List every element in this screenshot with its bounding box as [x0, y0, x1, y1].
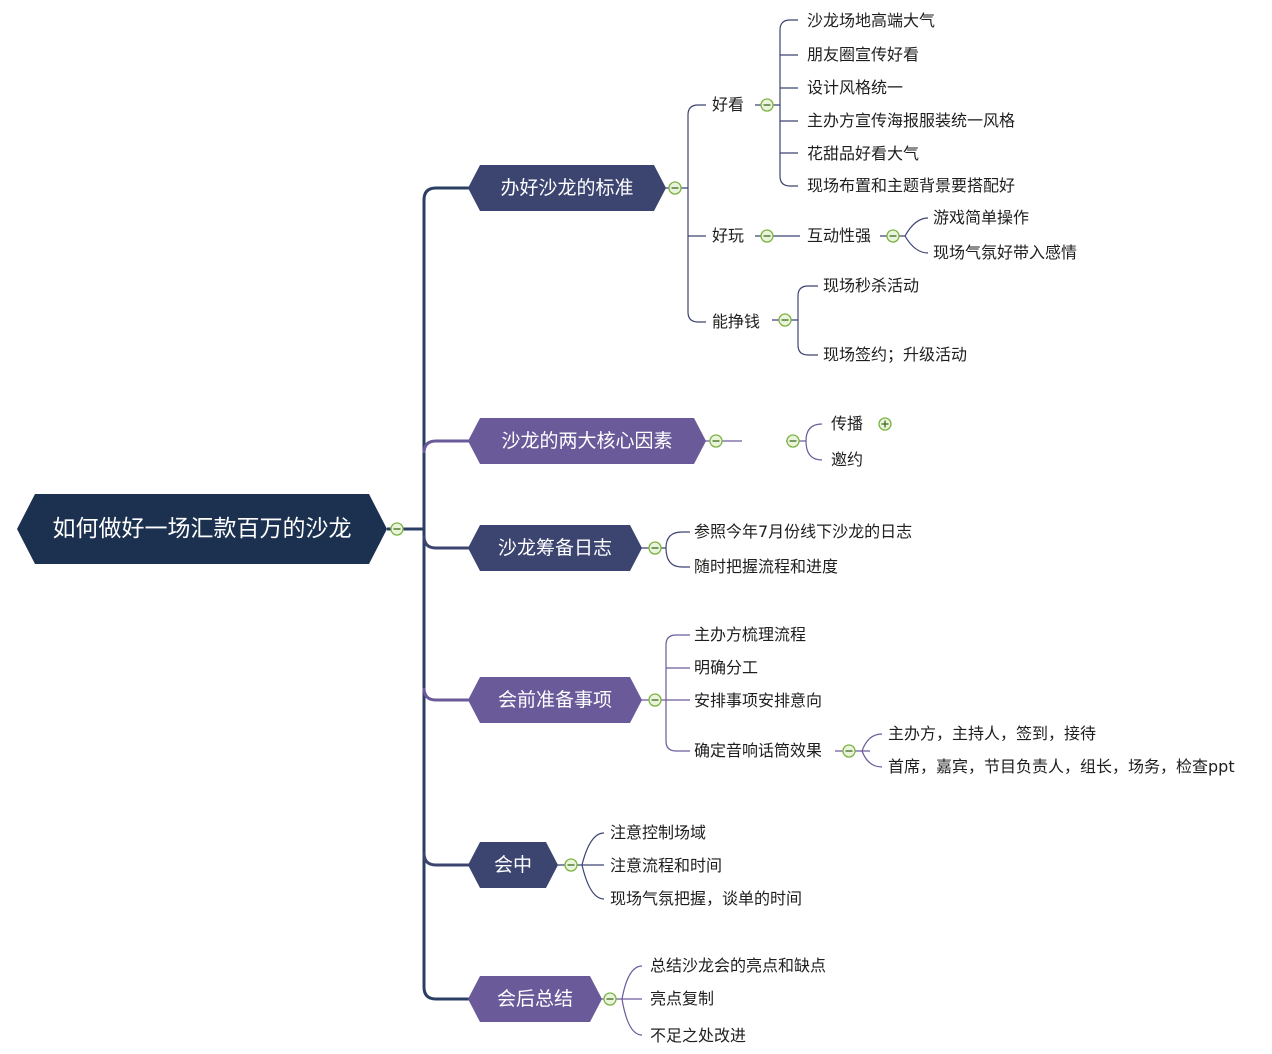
- topic-label[interactable]: 沙龙场地高端大气: [807, 11, 936, 30]
- branch-node-during-meeting[interactable]: 会中: [468, 842, 558, 888]
- root-node[interactable]: 如何做好一场汇款百万的沙龙: [17, 494, 387, 564]
- topic-label[interactable]: 花甜品好看大气: [807, 144, 920, 163]
- topic-label[interactable]: 注意流程和时间: [610, 856, 723, 875]
- topic-label[interactable]: 好看: [712, 95, 745, 114]
- collapse-icon[interactable]: [648, 541, 662, 555]
- topic-label[interactable]: 确定音响话筒效果: [694, 741, 823, 760]
- topic-label[interactable]: 随时把握流程和进度: [694, 557, 839, 576]
- branch-node-pre-meeting[interactable]: 会前准备事项: [468, 677, 642, 723]
- topic-label[interactable]: 明确分工: [694, 658, 759, 677]
- topic-label[interactable]: 注意控制场域: [610, 823, 707, 842]
- topic-label[interactable]: 主办方宣传海报服装统一风格: [807, 111, 1016, 130]
- topic-label[interactable]: 不足之处改进: [650, 1026, 747, 1045]
- branch-node-core-factors[interactable]: 沙龙的两大核心因素: [468, 418, 706, 464]
- topic-label[interactable]: 朋友圈宣传好看: [807, 45, 920, 64]
- topic-label[interactable]: 主办方，主持人，签到，接待: [888, 724, 1097, 743]
- collapse-icon[interactable]: [778, 313, 792, 327]
- collapse-icon[interactable]: [668, 181, 682, 195]
- collapse-icon[interactable]: [709, 434, 723, 448]
- topic-label[interactable]: 首席，嘉宾，节目负责人，组长，场务，检查ppt: [888, 757, 1235, 776]
- topic-label[interactable]: 总结沙龙会的亮点和缺点: [650, 956, 827, 975]
- topic-label[interactable]: 现场签约；升级活动: [823, 345, 968, 364]
- topic-label[interactable]: 亮点复制: [650, 989, 715, 1008]
- topic-label[interactable]: 现场秒杀活动: [823, 276, 920, 295]
- topic-label[interactable]: 参照今年7月份线下沙龙的日志: [694, 522, 913, 541]
- collapse-icon[interactable]: [564, 858, 578, 872]
- expand-icon[interactable]: [878, 417, 892, 431]
- topic-label[interactable]: 主办方梳理流程: [694, 625, 807, 644]
- topic-label[interactable]: 设计风格统一: [807, 78, 904, 97]
- topic-label[interactable]: 安排事项安排意向: [694, 691, 823, 710]
- branch-node-standards[interactable]: 办好沙龙的标准: [468, 165, 666, 211]
- collapse-icon[interactable]: [390, 522, 404, 536]
- topic-label[interactable]: 传播: [831, 414, 864, 433]
- topic-label[interactable]: 能挣钱: [712, 312, 761, 331]
- collapse-icon[interactable]: [760, 98, 774, 112]
- collapse-icon[interactable]: [786, 434, 800, 448]
- topic-label[interactable]: 现场气氛好带入感情: [933, 243, 1078, 262]
- collapse-icon[interactable]: [648, 693, 662, 707]
- topic-label[interactable]: 游戏简单操作: [933, 208, 1030, 227]
- topic-label[interactable]: 现场布置和主题背景要搭配好: [807, 176, 1016, 195]
- branch-node-prep-log[interactable]: 沙龙筹备日志: [468, 525, 642, 571]
- collapse-icon[interactable]: [603, 992, 617, 1006]
- collapse-icon[interactable]: [760, 229, 774, 243]
- topic-label[interactable]: 好玩: [712, 226, 745, 245]
- topic-label[interactable]: 互动性强: [807, 226, 872, 245]
- topic-label[interactable]: 邀约: [831, 450, 864, 469]
- branch-node-post-summary[interactable]: 会后总结: [468, 976, 602, 1022]
- topic-label[interactable]: 现场气氛把握，谈单的时间: [610, 889, 803, 908]
- collapse-icon[interactable]: [842, 744, 856, 758]
- collapse-icon[interactable]: [886, 229, 900, 243]
